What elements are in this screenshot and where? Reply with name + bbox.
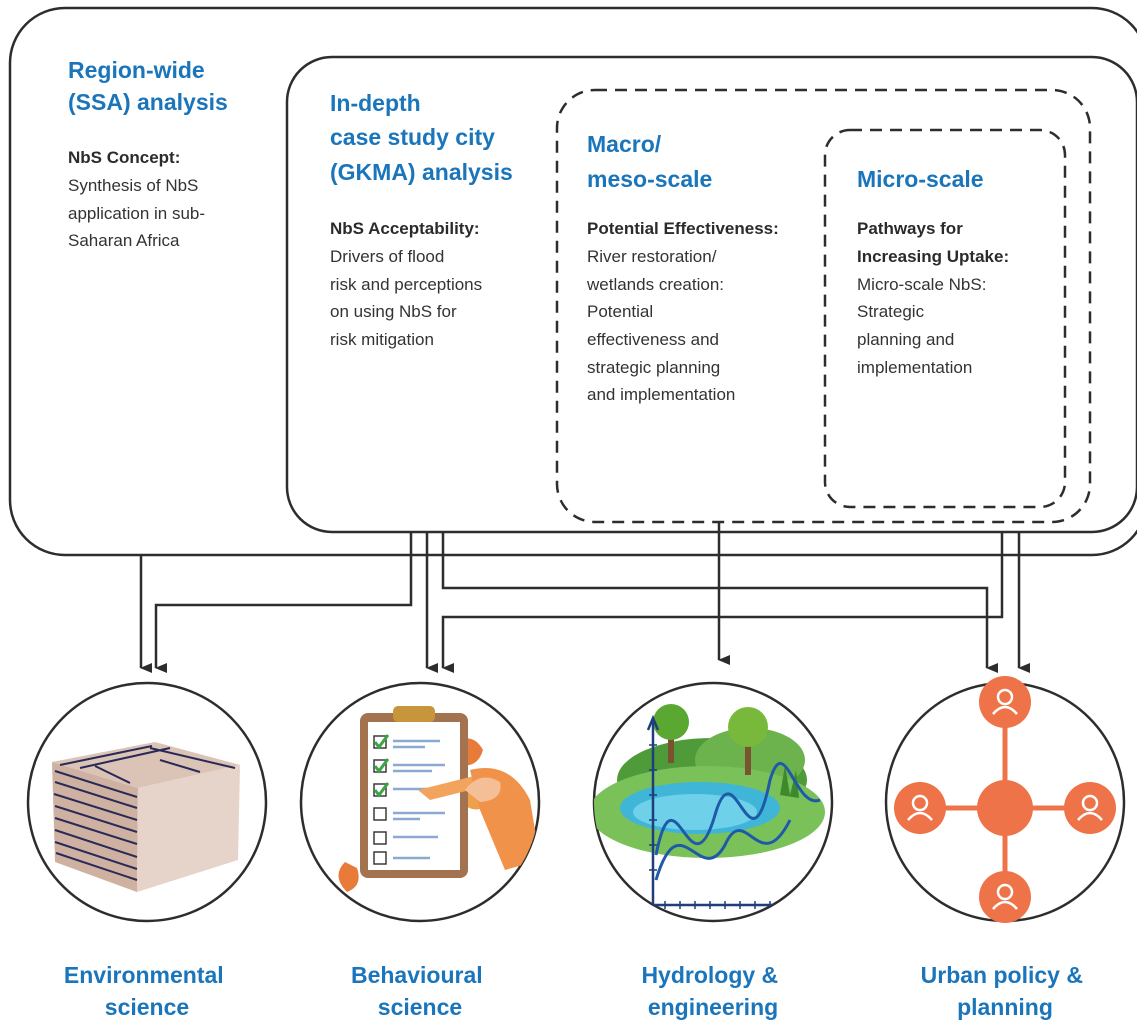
city-text-block: In-depth case study city (GKMA) analysis…: [330, 90, 513, 349]
region-text-block: Region-wide (SSA) analysis NbS Concept: …: [68, 57, 228, 250]
environmental-label: Environmental science: [64, 962, 230, 1020]
region-label: NbS Concept:: [68, 148, 180, 167]
micro-label: Pathways for Increasing Uptake:: [857, 219, 1009, 266]
connector-arrows: [139, 522, 1030, 673]
city-body: Drivers of flood risk and perceptions on…: [330, 247, 487, 349]
micro-frame: [823, 128, 1067, 509]
person-node-left: [894, 782, 946, 834]
person-node-top: [979, 676, 1031, 728]
river-hydrograph-icon: [594, 704, 825, 912]
person-node-right: [1064, 782, 1116, 834]
region-body: Synthesis of NbS application in sub- Sah…: [68, 176, 210, 250]
macro-frame: [555, 88, 1092, 524]
hydrology-label: Hydrology & engineering: [641, 962, 784, 1020]
macro-title: Macro/ meso-scale: [587, 131, 712, 192]
city-title: In-depth case study city (GKMA) analysis: [330, 90, 513, 185]
stacked-papers-icon: [52, 742, 240, 892]
stakeholder-network-icon: [894, 676, 1116, 923]
arrow-city-to-urban-a: [441, 532, 998, 673]
city-frame: [285, 55, 1137, 534]
micro-text-block: Micro-scale Pathways for Increasing Upta…: [857, 166, 1009, 377]
city-label: NbS Acceptability:: [330, 219, 480, 238]
urban-label: Urban policy & planning: [921, 962, 1090, 1020]
macro-body: River restoration/ wetlands creation: Po…: [586, 247, 735, 404]
macro-label: Potential Effectiveness:: [587, 219, 779, 238]
environmental-science-node: [26, 681, 268, 923]
behavioural-label: Behavioural science: [351, 962, 489, 1020]
survey-clipboard-icon: [338, 706, 539, 892]
region-title: Region-wide (SSA) analysis: [68, 57, 228, 115]
region-frame: [8, 6, 1137, 557]
arrow-city-to-behavioural-b: [441, 532, 1004, 673]
macro-text-block: Macro/ meso-scale Potential Effectivenes…: [586, 131, 779, 404]
person-node-bottom: [979, 871, 1031, 923]
behavioural-science-node: [299, 681, 541, 923]
micro-body: Micro-scale NbS: Strategic planning and …: [857, 275, 991, 377]
urban-policy-planning-node: [884, 676, 1126, 923]
hydrology-engineering-node: [592, 681, 834, 923]
arrow-city-to-environmental: [154, 532, 413, 673]
micro-title: Micro-scale: [857, 166, 984, 192]
